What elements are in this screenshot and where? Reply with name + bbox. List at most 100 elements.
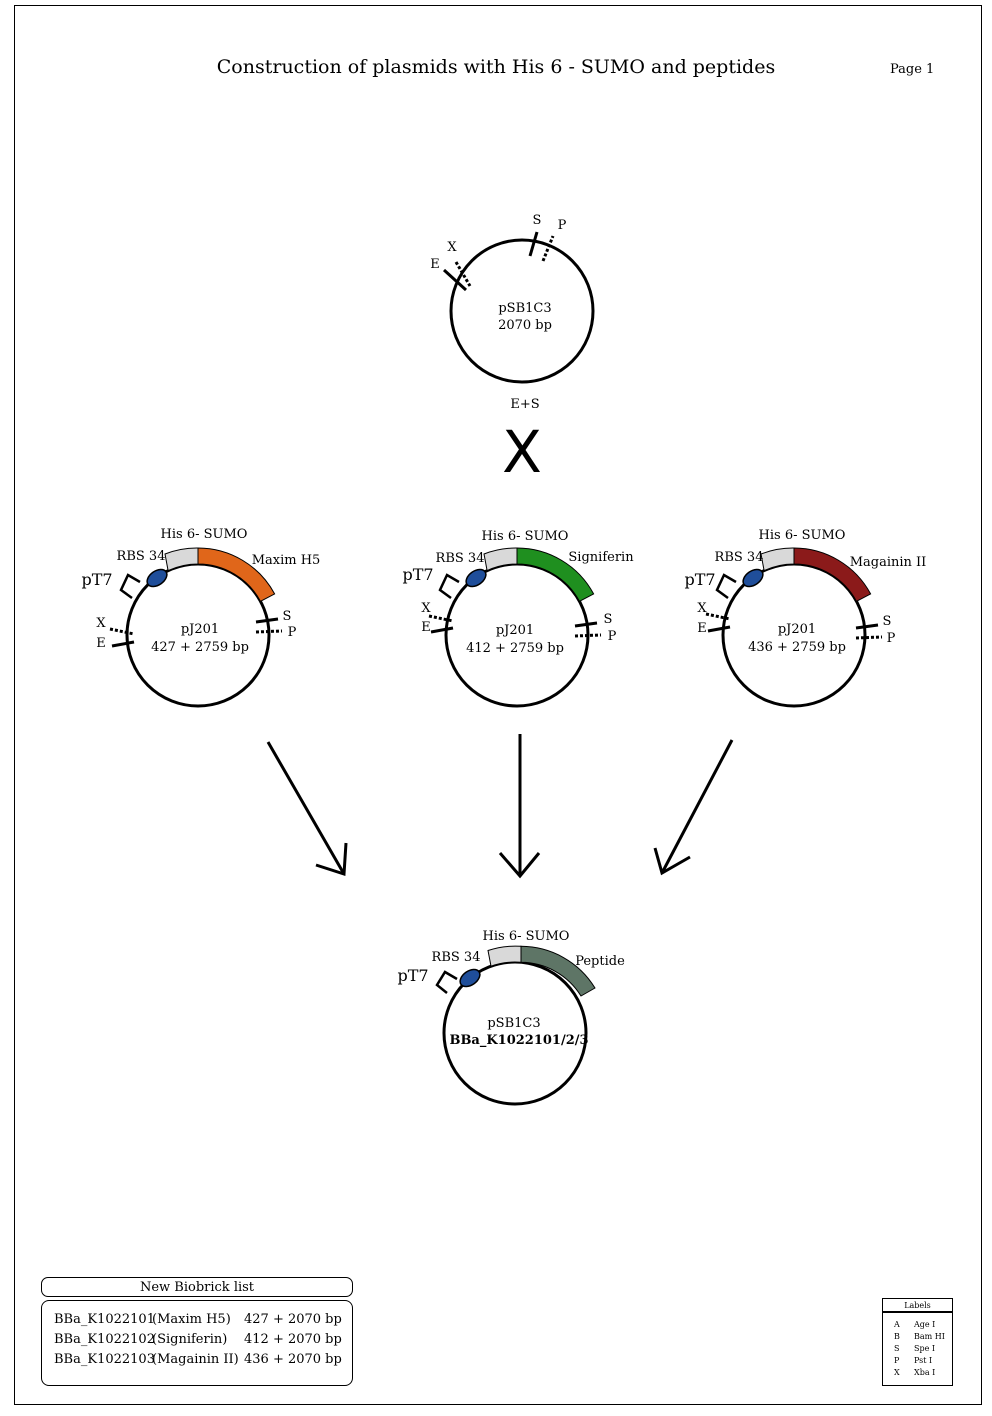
- legend-value: Bam HI: [914, 1332, 945, 1341]
- site-s-cut: [528, 231, 539, 257]
- site-p-label: P: [887, 631, 896, 646]
- plasmid-name: pSB1C3: [498, 301, 551, 316]
- site-p-label: P: [558, 218, 567, 233]
- arrowhead-right: [653, 847, 691, 876]
- site-e-label: E: [430, 257, 440, 272]
- site-e-cut: [707, 625, 731, 633]
- labels-legend-header: Labels: [882, 1298, 953, 1312]
- arrowhead-center: [498, 852, 541, 879]
- site-e-cut: [442, 268, 468, 292]
- site-p-cut: [855, 635, 883, 640]
- his-sumo-segment: [483, 547, 518, 572]
- backbone-name: pJ201: [778, 622, 816, 637]
- biobrick-id: BBa_K1022103: [54, 1352, 155, 1367]
- legend-value: Spe I: [914, 1344, 936, 1353]
- peptide-label: Signiferin: [568, 550, 634, 565]
- site-p-label: P: [288, 625, 297, 640]
- peptide-segment: [793, 547, 872, 602]
- site-x-label: X: [96, 616, 106, 631]
- site-s-label: S: [283, 609, 292, 624]
- digest-label: E+S: [510, 397, 539, 412]
- site-s-cut: [855, 623, 879, 630]
- site-s-label: S: [883, 614, 892, 629]
- legend-key: P: [894, 1356, 900, 1365]
- promoter-label: pT7: [81, 570, 112, 589]
- site-x-cut: [109, 627, 135, 636]
- biobrick-id: BBa_K1022101/2/3: [449, 1033, 588, 1048]
- legend-key: B: [894, 1332, 900, 1341]
- biobrick-peptide: (Magainin II): [152, 1352, 239, 1367]
- site-p-label: P: [608, 629, 617, 644]
- backbone-name: pJ201: [496, 623, 534, 638]
- site-x-cut: [705, 612, 731, 621]
- tag-label: His 6- SUMO: [482, 529, 569, 544]
- arrows: [266, 734, 734, 879]
- peptide-segment: [520, 945, 596, 997]
- arrow-left: [266, 741, 346, 875]
- rbs-ellipse: [465, 568, 487, 588]
- legend-value: Age I: [914, 1320, 936, 1329]
- site-s-cut: [574, 621, 598, 628]
- tag-label: His 6- SUMO: [759, 528, 846, 543]
- promoter-label: pT7: [402, 565, 433, 584]
- promoter-arrow-icon: [119, 573, 141, 600]
- rbs-ellipse: [459, 968, 481, 988]
- backbone-name: pSB1C3: [487, 1016, 540, 1031]
- site-s-label: S: [604, 612, 613, 627]
- result-plasmid: His 6- SUMO RBS 34 pT7 Peptide pSB1C3 BB…: [397, 929, 625, 1106]
- plasmid-circle: [449, 238, 595, 384]
- plasmid-size: 2070 bp: [498, 318, 552, 333]
- site-e-label: E: [96, 636, 106, 651]
- site-p-cut: [574, 633, 602, 638]
- promoter-label: pT7: [684, 570, 715, 589]
- cross-symbol: X: [502, 418, 542, 486]
- rbs-ellipse: [146, 568, 168, 588]
- legend-value: Xba I: [914, 1368, 936, 1377]
- arrow-right: [660, 739, 734, 874]
- promoter-label: pT7: [397, 966, 428, 985]
- promoter-arrow-icon: [435, 970, 458, 994]
- backbone-name: pJ201: [181, 622, 219, 637]
- rbs-ellipse: [742, 568, 764, 588]
- site-x-label: X: [697, 601, 707, 616]
- insert-plasmid-magainin: His 6- SUMO RBS 34 pT7 Magainin II S P X…: [684, 528, 926, 708]
- insert-plasmid-maxim: His 6- SUMO RBS 34 pT7 Maxim H5 S P X E …: [81, 527, 321, 708]
- site-s-label: S: [533, 213, 542, 228]
- legend-key: X: [894, 1368, 900, 1377]
- rbs-label: RBS 34: [715, 550, 764, 565]
- promoter-arrow-icon: [715, 573, 737, 600]
- rbs-label: RBS 34: [117, 549, 166, 564]
- site-s-cut: [255, 617, 279, 624]
- biobrick-size: 427 + 2070 bp: [244, 1312, 342, 1327]
- his-sumo-segment: [164, 547, 199, 572]
- site-x-cut: [428, 614, 454, 623]
- legend-key: S: [894, 1344, 900, 1353]
- biobrick-id: BBa_K1022102: [54, 1332, 155, 1347]
- his-sumo-segment: [760, 547, 795, 572]
- plasmid-size: 412 + 2759 bp: [466, 641, 564, 656]
- biobrick-peptide: (Signiferin): [152, 1332, 228, 1347]
- site-x-label: X: [421, 601, 431, 616]
- his-sumo-segment: [487, 945, 522, 967]
- biobrick-list-header: New Biobrick list: [41, 1277, 353, 1297]
- biobrick-size: 436 + 2070 bp: [244, 1352, 342, 1367]
- plasmid-size: 436 + 2759 bp: [748, 640, 846, 655]
- site-x-label: X: [447, 240, 457, 255]
- insert-plasmid-signiferin: His 6- SUMO RBS 34 pT7 Signiferin S P X …: [402, 529, 634, 708]
- site-p-cut: [255, 629, 283, 634]
- peptide-label: Peptide: [575, 954, 625, 969]
- biobrick-id: BBa_K1022101: [54, 1312, 155, 1327]
- rbs-label: RBS 34: [436, 551, 485, 566]
- peptide-label: Maxim H5: [252, 553, 321, 568]
- site-e-cut: [111, 640, 135, 648]
- plasmid-size: 427 + 2759 bp: [151, 640, 249, 655]
- biobrick-size: 412 + 2070 bp: [244, 1332, 342, 1347]
- site-e-label: E: [421, 620, 431, 635]
- legend-value: Pst I: [914, 1356, 933, 1365]
- site-e-label: E: [697, 621, 707, 636]
- rbs-label: RBS 34: [432, 950, 481, 965]
- peptide-segment: [197, 547, 276, 602]
- tag-label: His 6- SUMO: [483, 929, 570, 944]
- arrowhead-left: [315, 842, 348, 877]
